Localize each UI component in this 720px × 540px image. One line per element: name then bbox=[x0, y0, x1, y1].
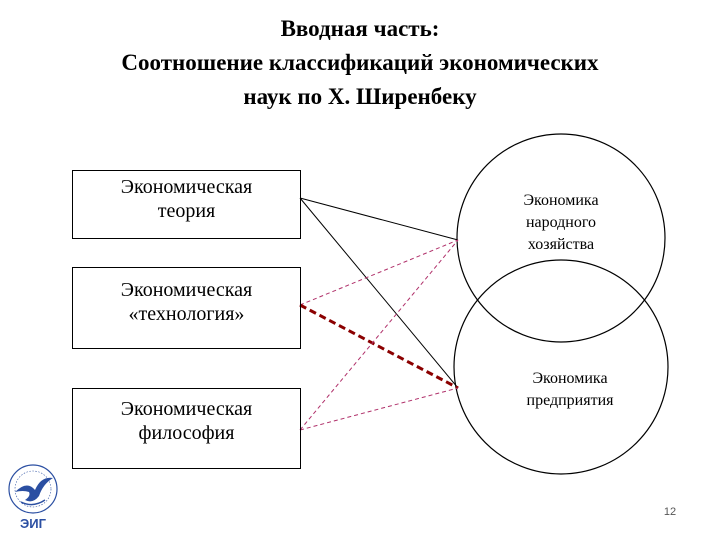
page-number: 12 bbox=[663, 506, 677, 518]
box-philosophy-line-2: философия bbox=[138, 422, 235, 444]
connector-theory-to-enterprise bbox=[299, 197, 459, 389]
box-economic-philosophy: Экономическая философия bbox=[72, 388, 301, 469]
box-technology-line-1: Экономическая bbox=[120, 279, 253, 301]
page-title: Вводная часть: Соотношение классификаций… bbox=[40, 12, 680, 114]
logo-text: ЭИГ bbox=[20, 516, 47, 531]
box-theory-line-1: Экономическая bbox=[120, 176, 253, 198]
circle-national-line-1: Экономика bbox=[523, 192, 599, 209]
circle-label-national-economy: Экономика народного хозяйства bbox=[500, 190, 622, 256]
circle-national-line-2: народного bbox=[525, 214, 597, 231]
circle-national-economy bbox=[456, 133, 666, 343]
circle-label-enterprise-economy: Экономика предприятия bbox=[505, 368, 635, 412]
box-economic-theory: Экономическая теория bbox=[72, 170, 301, 239]
box-theory-line-2: теория bbox=[157, 200, 216, 222]
title-line-2: Соотношение классификаций экономических bbox=[121, 50, 599, 75]
circle-enterprise-line-2: предприятия bbox=[526, 392, 614, 409]
box-technology-line-2: «технология» bbox=[128, 303, 245, 325]
box-economic-technology: Экономическая «технология» bbox=[72, 267, 301, 349]
connector-theory-to-national bbox=[299, 197, 459, 241]
connector-technology-to-national bbox=[299, 239, 459, 306]
circle-national-line-3: хозяйства bbox=[527, 236, 595, 253]
circle-enterprise-economy bbox=[453, 259, 669, 475]
connector-philosophy-to-enterprise bbox=[299, 387, 459, 431]
institution-logo: ЭИГ bbox=[5, 462, 61, 537]
box-philosophy-line-1: Экономическая bbox=[120, 398, 253, 420]
circle-enterprise-line-1: Экономика bbox=[532, 370, 608, 387]
connector-philosophy-to-national bbox=[299, 239, 459, 431]
connector-technology-to-enterprise bbox=[299, 303, 459, 390]
title-line-1: Вводная часть: bbox=[280, 16, 440, 41]
title-line-3: наук по Х. Ширенбеку bbox=[243, 84, 477, 109]
bird-logo-icon: ЭИГ bbox=[8, 464, 58, 531]
